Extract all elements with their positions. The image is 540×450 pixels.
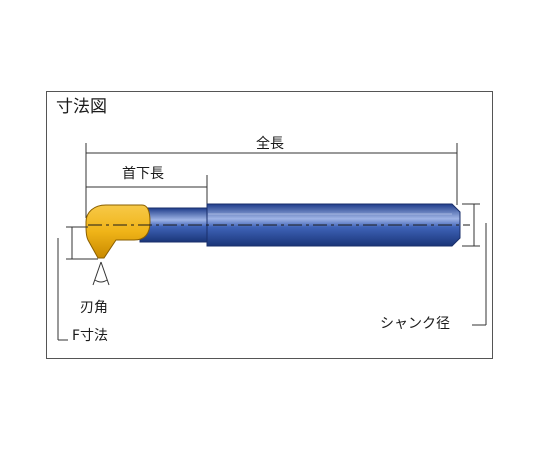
f-dimension-label: F寸法 — [72, 328, 109, 344]
neck-length-dimension — [86, 175, 208, 205]
f-dimension-lines — [57, 226, 98, 341]
diagram-title: 寸法図 — [56, 97, 107, 117]
overall-length-dimension — [85, 143, 458, 218]
cutting-tip — [85, 204, 151, 259]
diagram-frame — [46, 91, 493, 359]
edge-angle-label: 刃角 — [80, 300, 108, 316]
overall-length-label: 全長 — [256, 136, 284, 152]
neck-length-label: 首下長 — [122, 166, 164, 182]
edge-angle-mark — [92, 261, 110, 286]
shank-diameter-lines — [462, 203, 487, 326]
shank-diameter-label: シャンク径 — [380, 316, 450, 332]
